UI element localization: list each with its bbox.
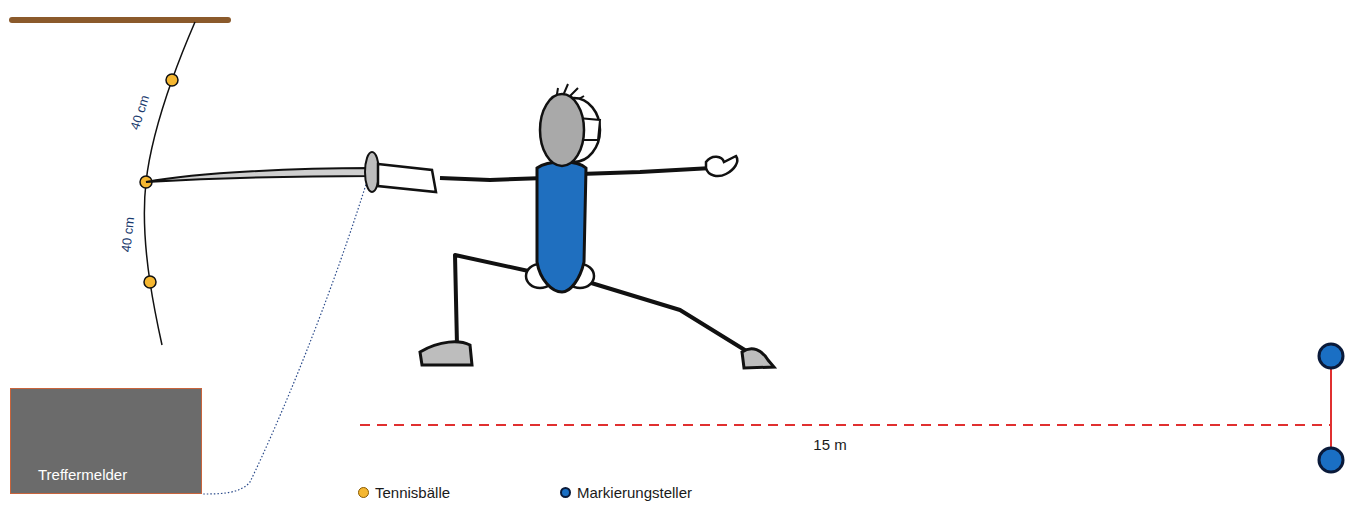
fencing-mask — [540, 94, 584, 166]
marker-cone — [1319, 344, 1343, 368]
back-hand — [706, 156, 737, 176]
fencing-jacket — [537, 162, 586, 292]
legend-entry: Tennisbälle — [358, 484, 450, 501]
marker-cone — [1319, 448, 1343, 472]
hanging-bar — [12, 17, 228, 23]
hanging-string — [140, 22, 195, 345]
box-label: Treffermelder — [38, 466, 127, 483]
epee-blade — [146, 168, 372, 182]
legend-text: Markierungsteller — [577, 484, 692, 501]
legend-entry: Markierungsteller — [560, 484, 692, 501]
legend-text: Tennisbälle — [375, 484, 450, 501]
hit-wire — [202, 178, 368, 494]
hit-indicator-box: Treffermelder — [10, 388, 202, 494]
tennis-ball — [144, 276, 156, 288]
back-shoe — [742, 349, 774, 368]
glove — [378, 164, 436, 192]
legend-swatch — [358, 487, 369, 498]
back-arm — [580, 168, 712, 174]
legend-swatch — [560, 487, 571, 498]
front-shoe — [420, 342, 472, 365]
target-line — [1330, 356, 1332, 460]
distance-label: 15 m — [813, 436, 846, 453]
distance-line — [360, 424, 1330, 426]
sword-arm — [440, 178, 545, 180]
distance-label: 40 cm — [119, 216, 138, 253]
tennis-ball — [166, 74, 178, 86]
distance-label: 40 cm — [127, 93, 152, 131]
back-leg — [588, 282, 748, 352]
front-leg — [455, 255, 533, 345]
